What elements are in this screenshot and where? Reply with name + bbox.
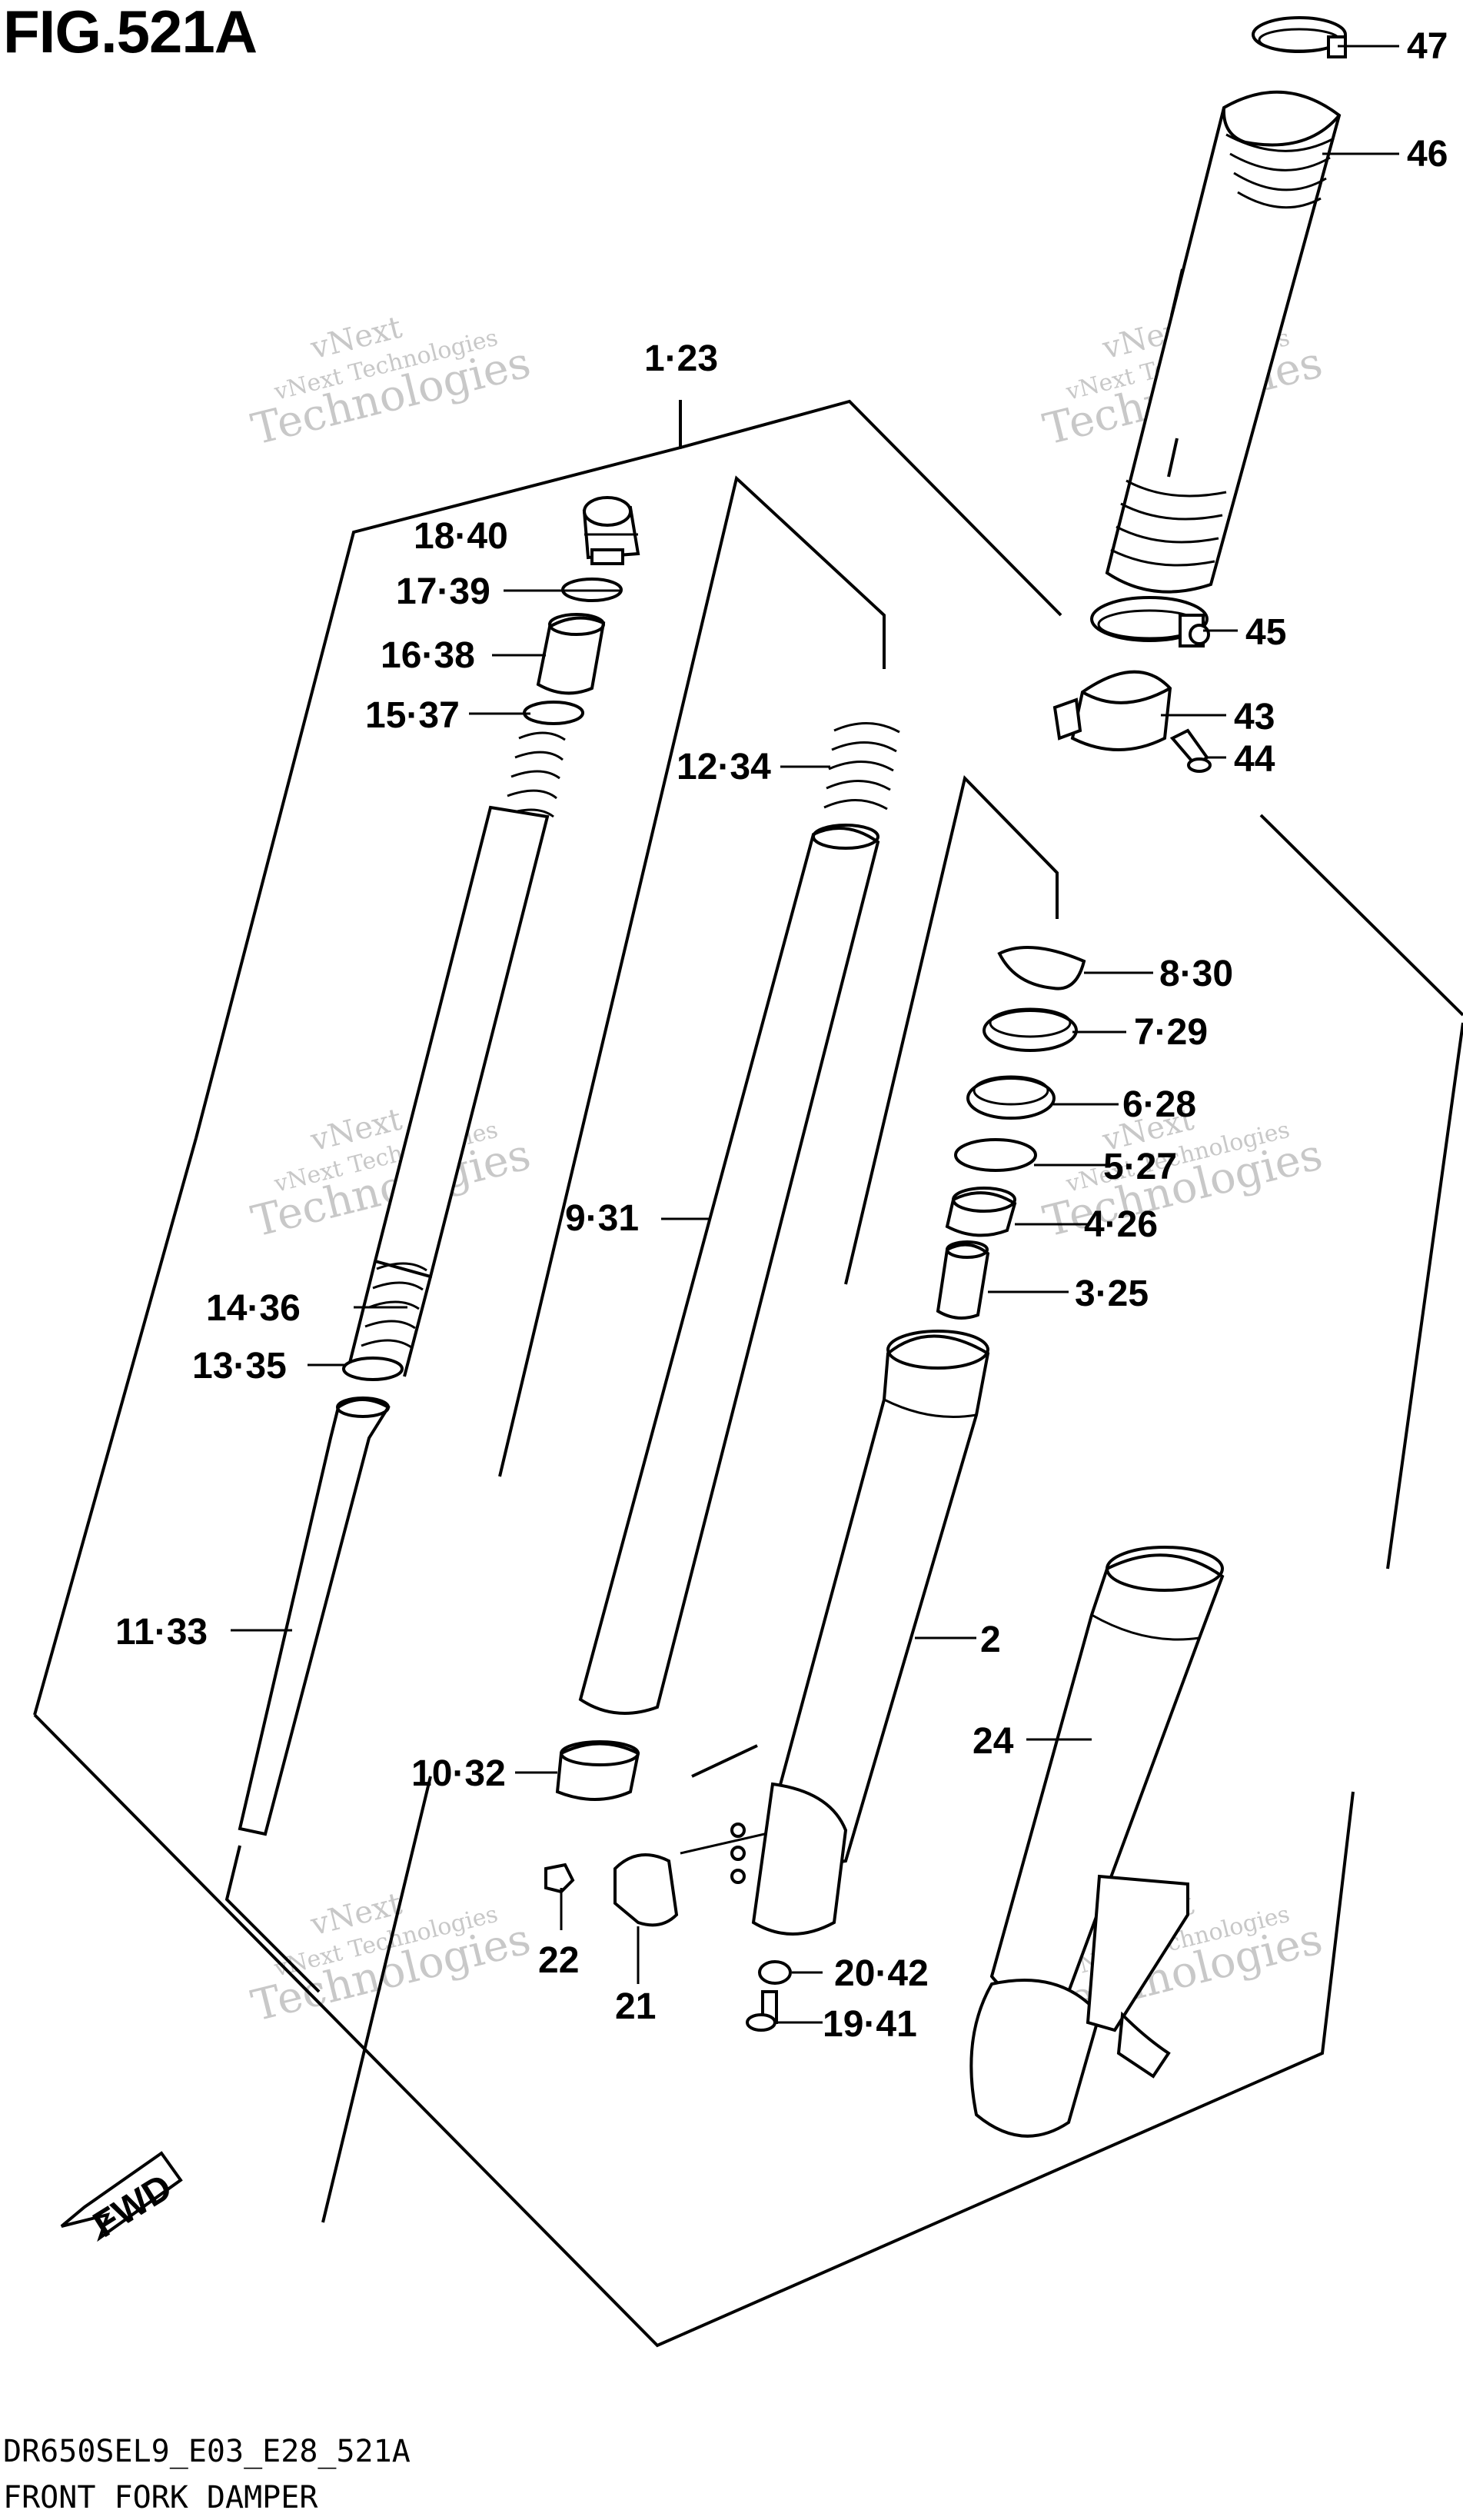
callout-3-25: 3·25 xyxy=(1075,1273,1149,1314)
part-12-spring xyxy=(823,722,900,811)
callout-21: 21 xyxy=(615,1986,656,2027)
callout-22: 22 xyxy=(538,1940,579,1981)
callout-13-35: 13·35 xyxy=(192,1346,287,1386)
callout-2: 2 xyxy=(980,1620,1001,1660)
callout-9-31: 9·31 xyxy=(565,1198,639,1239)
part-6-seal xyxy=(966,1075,1056,1120)
inner-outline xyxy=(321,475,886,2223)
callout-45: 45 xyxy=(1245,612,1286,653)
callout-14-36: 14·36 xyxy=(206,1288,301,1329)
part-7-seal xyxy=(983,1007,1078,1052)
part-19-bolt xyxy=(746,1990,778,2032)
leader-lines xyxy=(231,45,1399,2024)
part-45-clamp xyxy=(1090,596,1210,647)
part-21-clamp xyxy=(613,1853,679,1927)
callout-10-32: 10·32 xyxy=(411,1753,506,1794)
part-5-washer xyxy=(954,1138,1037,1172)
watermark-1: vNext vNext Technologies Technologies xyxy=(247,310,535,455)
callouts: 47 46 1·23 18·40 17·39 45 16·38 15·37 43… xyxy=(115,26,1448,2045)
part-11-rod xyxy=(238,1396,391,1836)
callout-19-41: 19·41 xyxy=(823,2004,917,2045)
callout-43: 43 xyxy=(1234,697,1275,737)
callout-1-23: 1·23 xyxy=(644,338,718,379)
assembly-outline xyxy=(33,399,1463,2348)
part-3-bushing xyxy=(936,1240,990,1320)
part-24-lower-leg xyxy=(969,1546,1225,2138)
callout-12-34: 12·34 xyxy=(677,747,771,787)
callout-44: 44 xyxy=(1234,739,1275,780)
part-43-guide xyxy=(1052,670,1172,751)
watermark-5: vNext vNext Technologies Technologies xyxy=(247,1886,535,2032)
part-20-washer xyxy=(758,1960,792,1985)
callout-17-39: 17·39 xyxy=(396,571,490,612)
part-44-screw xyxy=(1169,728,1212,773)
callout-7-29: 7·29 xyxy=(1134,1012,1208,1053)
part-4-bushing xyxy=(945,1187,1017,1237)
part-46-fork-boot xyxy=(1105,90,1342,594)
part-2-outer-tube xyxy=(730,1330,990,1936)
callout-24: 24 xyxy=(973,1721,1014,1762)
part-10-bushing xyxy=(555,1740,640,1801)
callout-18-40: 18·40 xyxy=(414,516,508,557)
callout-15-37: 15·37 xyxy=(365,695,460,736)
callout-5-27: 5·27 xyxy=(1103,1147,1177,1187)
callout-11-33: 11·33 xyxy=(115,1612,208,1653)
diagram-name: FRONT FORK DAMPER xyxy=(3,2480,318,2515)
part-damper-rod xyxy=(347,805,550,1377)
fwd-arrow-icon: FWD xyxy=(60,2151,183,2245)
part-spring-upper xyxy=(503,731,566,818)
part-16-collar xyxy=(536,613,606,695)
callout-6-28: 6·28 xyxy=(1122,1084,1196,1125)
callout-8-30: 8·30 xyxy=(1159,954,1233,994)
callout-47: 47 xyxy=(1407,26,1448,67)
callout-20-42: 20·42 xyxy=(834,1953,929,1994)
part-18-bolt xyxy=(582,496,640,565)
callout-4-26: 4·26 xyxy=(1084,1204,1158,1245)
part-15-washer xyxy=(523,701,584,725)
part-13-washer xyxy=(342,1357,404,1381)
model-code: DR650SEL9_E03_E28_521A xyxy=(3,2434,411,2469)
callout-46: 46 xyxy=(1407,134,1448,175)
callout-16-38: 16·38 xyxy=(381,635,475,676)
part-22-nut xyxy=(544,1863,575,1894)
part-14-spring xyxy=(361,1262,427,1349)
fwd-label: FWD xyxy=(86,2166,179,2245)
part-9-inner-tube xyxy=(578,824,880,1715)
part-8-ring xyxy=(997,946,1086,990)
figure-title: FIG.521A xyxy=(3,0,258,65)
part-47-clip xyxy=(1252,16,1347,58)
